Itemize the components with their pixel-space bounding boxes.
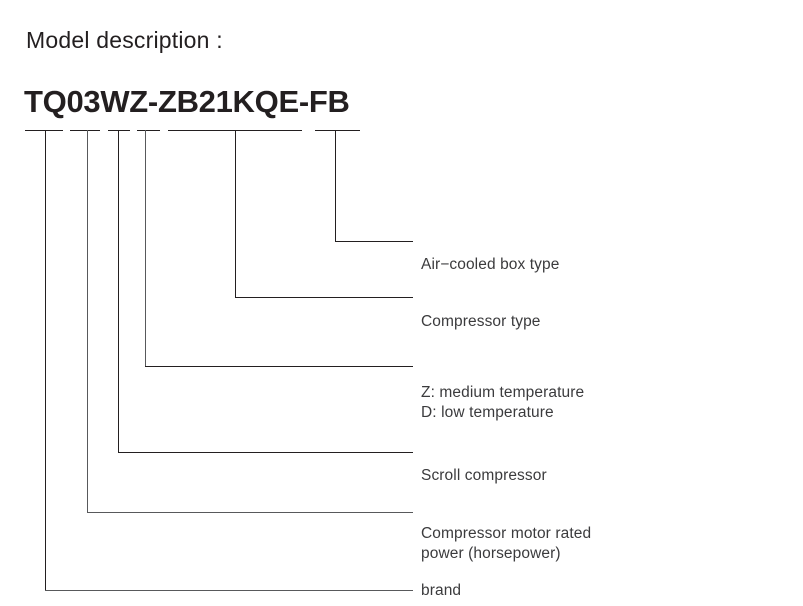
callout-label-scroll-compressor: Scroll compressor: [421, 467, 547, 484]
callout-label-compressor-motor-power: Compressor motor rated power (horsepower…: [421, 525, 592, 562]
callout-label-temperature-class: Z: medium temperature D: low temperature: [421, 384, 585, 421]
underline-segment-power: [70, 130, 100, 131]
underline-segment-temperature: [137, 130, 160, 131]
leader-horizontal-temperature: [145, 366, 413, 367]
leader-horizontal-power: [87, 512, 413, 513]
underline-segment-air-cooled: [315, 130, 360, 131]
callout-label-air-cooled-box-type: Air−cooled box type: [421, 256, 560, 273]
leader-vertical-scroll: [118, 130, 119, 453]
callout-label-brand: brand: [421, 582, 462, 599]
leader-horizontal-compressor-type: [235, 297, 413, 298]
page-title: Model description :: [26, 27, 223, 53]
leader-horizontal-scroll: [118, 452, 413, 453]
leader-vertical-brand: [45, 130, 46, 591]
underline-segment-brand: [25, 130, 63, 131]
leader-vertical-temperature: [145, 130, 146, 367]
leader-horizontal-brand: [45, 590, 413, 591]
leader-vertical-power: [87, 130, 88, 513]
underline-segment-scroll: [108, 130, 130, 131]
callout-label-compressor-type: Compressor type: [421, 313, 541, 330]
leader-horizontal-air-cooled: [335, 241, 413, 242]
leader-vertical-air-cooled: [335, 130, 336, 242]
model-code: TQ03WZ-ZB21KQE-FB: [24, 84, 350, 119]
leader-vertical-compressor-type: [235, 130, 236, 298]
